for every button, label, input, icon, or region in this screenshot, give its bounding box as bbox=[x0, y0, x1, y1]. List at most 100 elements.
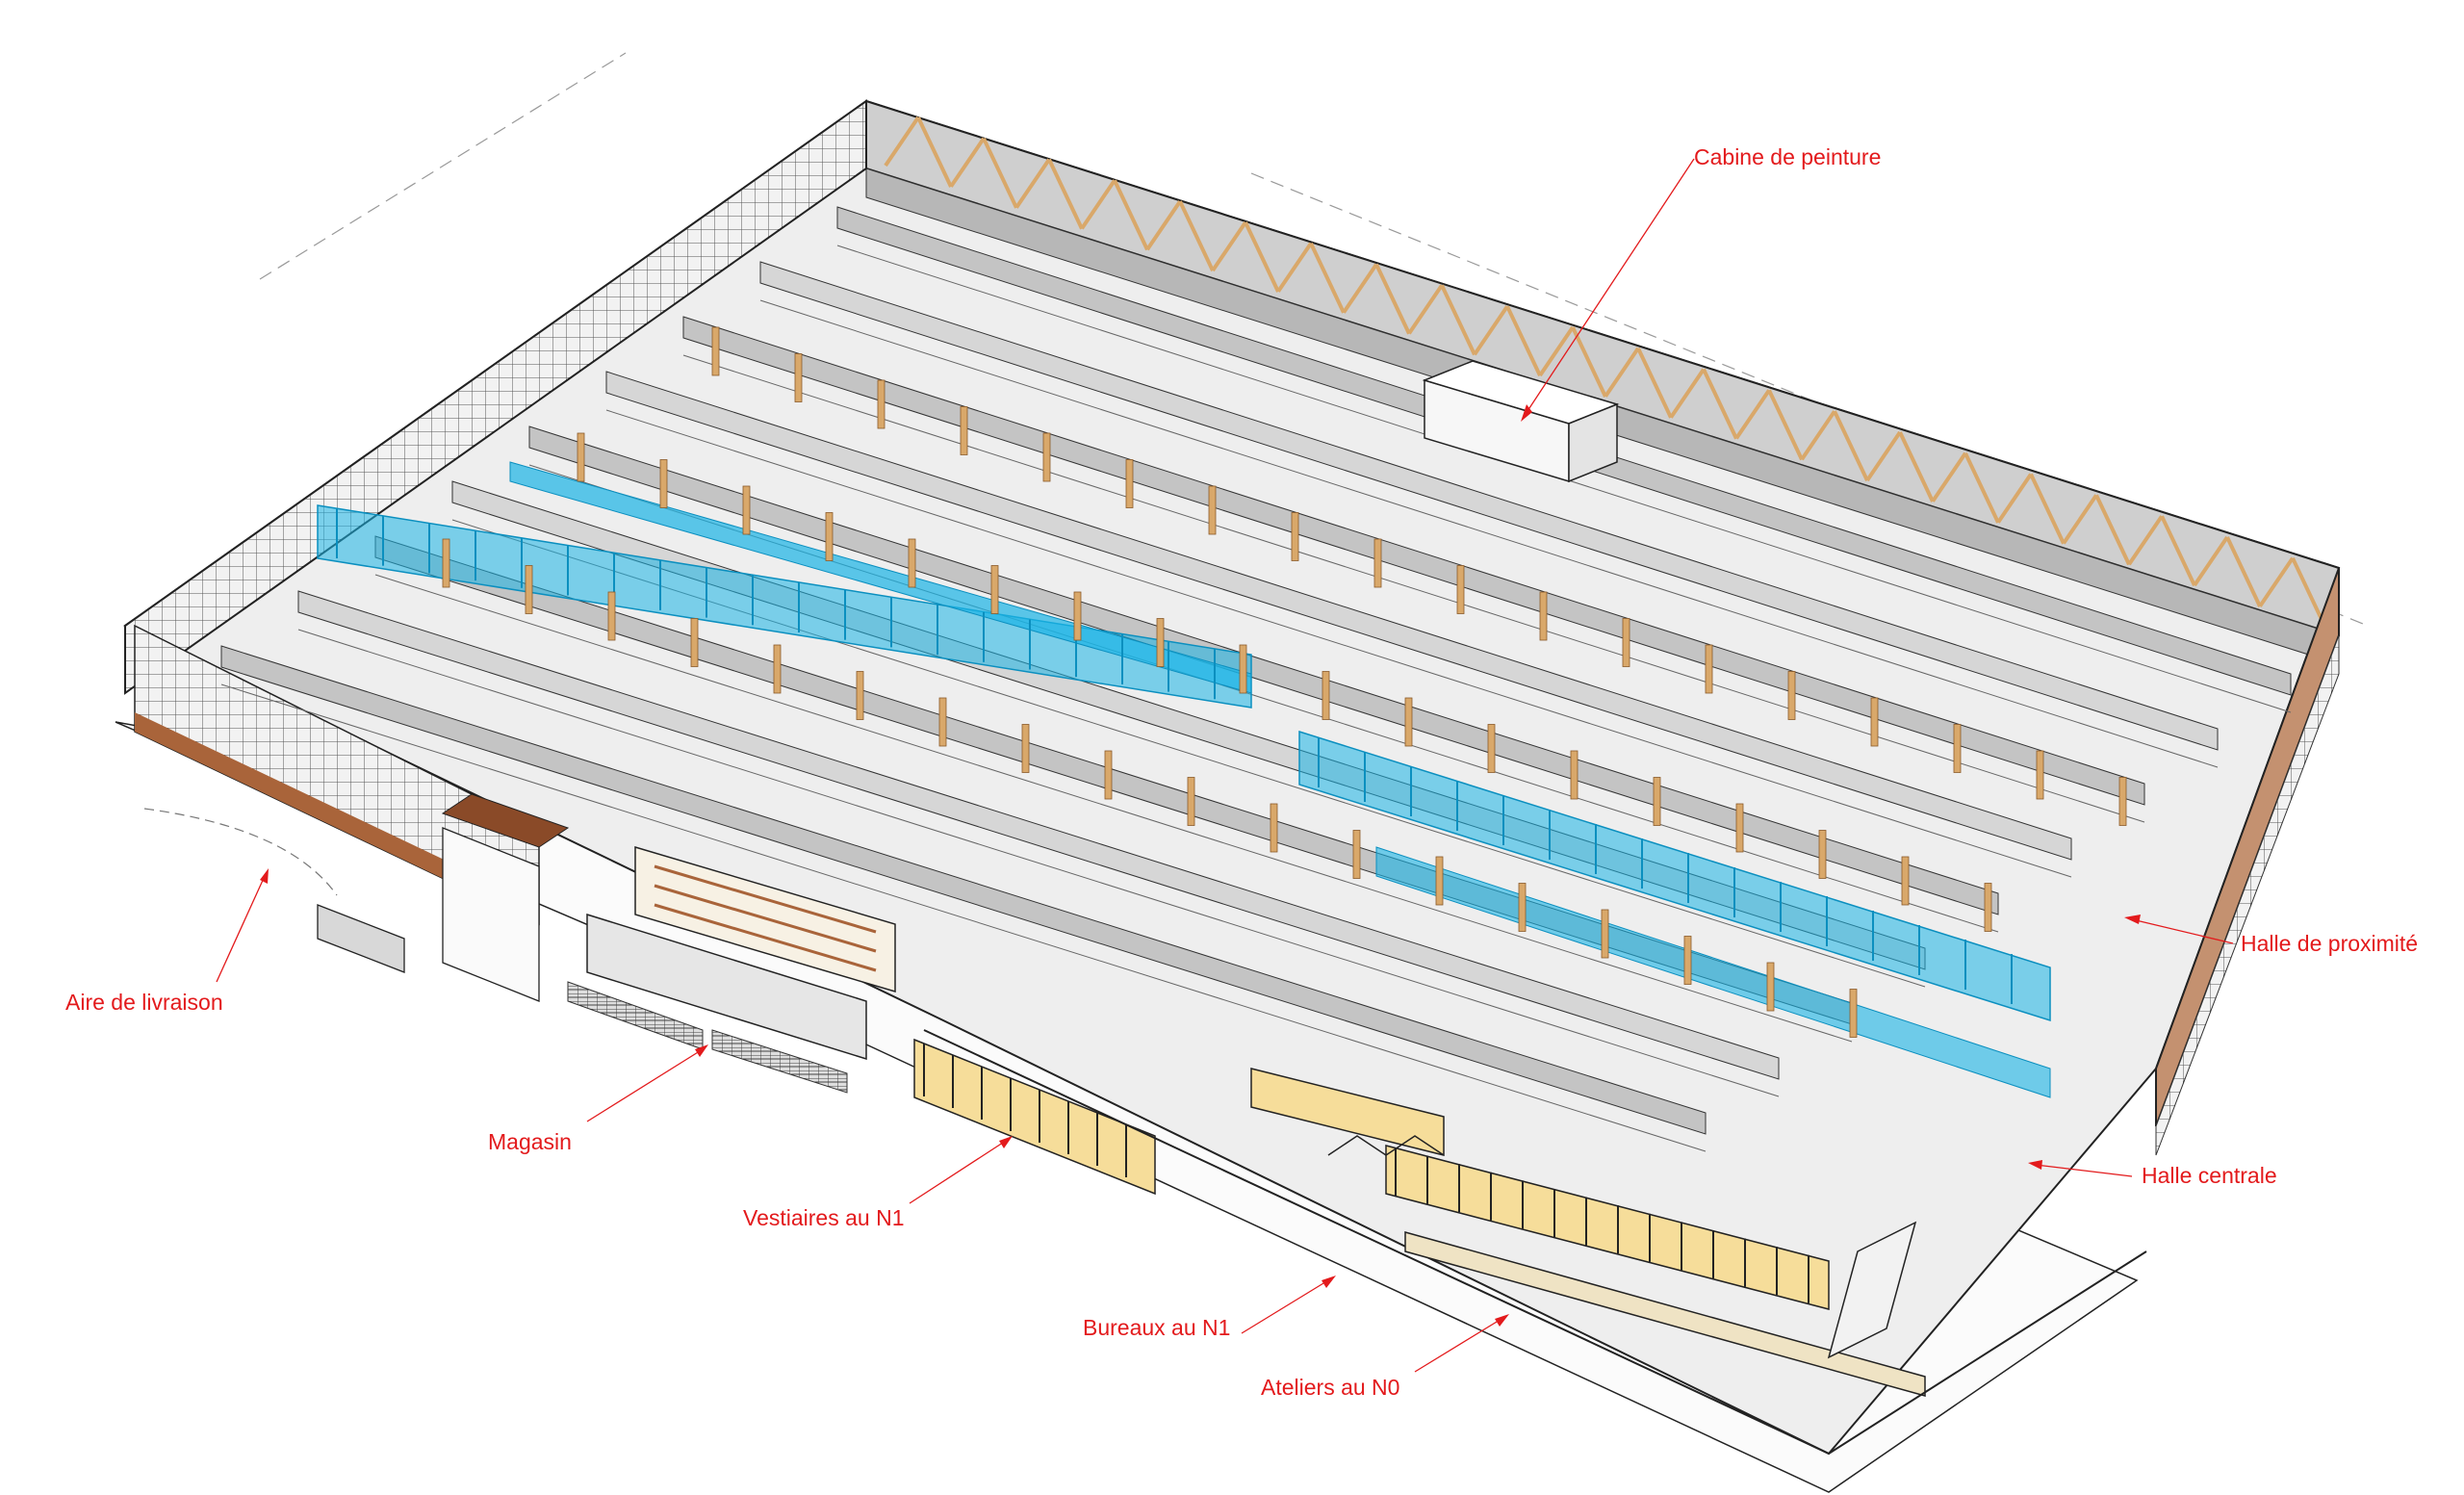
timber-column bbox=[1653, 777, 1661, 826]
bay-beam bbox=[374, 574, 1853, 1043]
facade-brace bbox=[982, 137, 1018, 209]
timber-column bbox=[1705, 644, 1713, 694]
timber-column bbox=[1404, 697, 1413, 747]
timber-column bbox=[1787, 671, 1796, 720]
storage-warehouse bbox=[567, 845, 896, 1094]
facade-brace bbox=[1538, 325, 1575, 377]
label-bureaux-au-n1: Bureaux au N1 bbox=[1083, 1315, 1231, 1340]
timber-column bbox=[1735, 803, 1744, 853]
facade-brace bbox=[2094, 494, 2131, 566]
facade-brace bbox=[2160, 515, 2196, 587]
front-edge bbox=[923, 1029, 2147, 1456]
facade-brace bbox=[2062, 494, 2098, 545]
facade-brace bbox=[1473, 305, 1509, 356]
facade-brace bbox=[1113, 179, 1149, 251]
timber-column bbox=[442, 538, 450, 588]
bay-band bbox=[528, 425, 1999, 915]
timber-column bbox=[1518, 883, 1527, 932]
facade-brace bbox=[1636, 347, 1673, 419]
timber-column bbox=[1239, 644, 1247, 694]
timber-column bbox=[1322, 671, 1330, 720]
timber-column bbox=[1683, 936, 1692, 985]
facade-brace bbox=[884, 116, 920, 168]
timber-column bbox=[525, 565, 533, 614]
timber-column bbox=[825, 512, 834, 561]
timber-column bbox=[1870, 697, 1879, 747]
ventilation-ducts bbox=[317, 461, 2051, 1098]
timber-column bbox=[990, 565, 999, 614]
label-aire-de-livraison: Aire de livraison bbox=[65, 990, 223, 1015]
timber-column bbox=[1984, 883, 1992, 932]
timber-column bbox=[742, 485, 751, 535]
bay-band bbox=[759, 261, 2219, 751]
label-vestiaires-au-n1: Vestiaires au N1 bbox=[743, 1205, 905, 1230]
timber-column bbox=[1766, 962, 1775, 1012]
timber-column bbox=[1208, 485, 1217, 535]
left-glazed-facade bbox=[124, 99, 867, 926]
facade-brace bbox=[949, 137, 986, 188]
facade-brace bbox=[1931, 451, 1967, 503]
timber-column bbox=[1373, 538, 1382, 588]
timber-column bbox=[856, 671, 864, 720]
timber-column bbox=[1849, 989, 1858, 1038]
facade-brace bbox=[2193, 535, 2229, 587]
facade-brace bbox=[1014, 158, 1051, 209]
facade-brace bbox=[1571, 326, 1607, 398]
timber-column bbox=[1291, 512, 1299, 561]
timber-column bbox=[1270, 803, 1278, 853]
timber-column bbox=[1953, 724, 1962, 773]
timber-column bbox=[1104, 750, 1113, 800]
timber-column bbox=[577, 432, 585, 482]
timber-column bbox=[690, 618, 699, 667]
label-magasin: Magasin bbox=[488, 1129, 572, 1154]
timber-column bbox=[960, 406, 968, 455]
label-halle-de-proximite: Halle de proximité bbox=[2241, 931, 2419, 956]
timber-column bbox=[2118, 777, 2127, 826]
facade-brace bbox=[1767, 389, 1804, 461]
facade-brace bbox=[2029, 473, 2066, 545]
facade-brace bbox=[1505, 305, 1542, 377]
facade-brace bbox=[2127, 515, 2164, 566]
facade-brace bbox=[916, 116, 953, 188]
timber-column bbox=[659, 459, 668, 508]
facade-brace bbox=[1047, 158, 1084, 230]
facade-brace bbox=[1374, 263, 1411, 335]
bay-beam bbox=[759, 299, 2219, 768]
timber-column bbox=[711, 326, 720, 376]
timber-column bbox=[2036, 750, 2044, 800]
timber-column bbox=[1021, 724, 1030, 773]
timber-column bbox=[1901, 856, 1910, 906]
timber-column bbox=[1435, 856, 1444, 906]
facade-brace bbox=[1080, 179, 1116, 230]
facade-brace bbox=[1702, 368, 1738, 440]
facade-brace bbox=[1211, 220, 1247, 272]
facade-brace bbox=[1604, 347, 1640, 398]
timber-column bbox=[1601, 909, 1609, 959]
bay-beam bbox=[605, 409, 2072, 878]
facade-brace bbox=[1865, 430, 1902, 482]
timber-column bbox=[1352, 830, 1361, 879]
facade-brace bbox=[1800, 410, 1836, 461]
facade-brace bbox=[2291, 556, 2327, 629]
facade-brace bbox=[1440, 284, 1476, 356]
bay-band bbox=[605, 371, 2072, 861]
timber-columns bbox=[442, 326, 2127, 1038]
timber-column bbox=[1622, 618, 1630, 667]
facade-brace bbox=[1734, 389, 1771, 440]
timber-column bbox=[1042, 432, 1051, 482]
label-cabine-de-peinture: Cabine de peinture bbox=[1694, 144, 1882, 169]
facade-brace bbox=[1833, 410, 1869, 482]
timber-column bbox=[877, 379, 886, 429]
bay-beam bbox=[297, 629, 1780, 1097]
timber-column bbox=[1187, 777, 1195, 826]
facade-brace bbox=[1342, 263, 1378, 314]
timber-column bbox=[773, 644, 782, 694]
timber-column bbox=[1539, 591, 1548, 641]
label-halle-centrale: Halle centrale bbox=[2142, 1163, 2277, 1188]
facade-brace bbox=[2258, 556, 2295, 607]
facade-brace bbox=[1276, 242, 1313, 293]
staircase bbox=[1327, 1135, 1917, 1359]
facade-brace bbox=[1407, 284, 1444, 335]
facade-brace bbox=[1669, 368, 1706, 419]
